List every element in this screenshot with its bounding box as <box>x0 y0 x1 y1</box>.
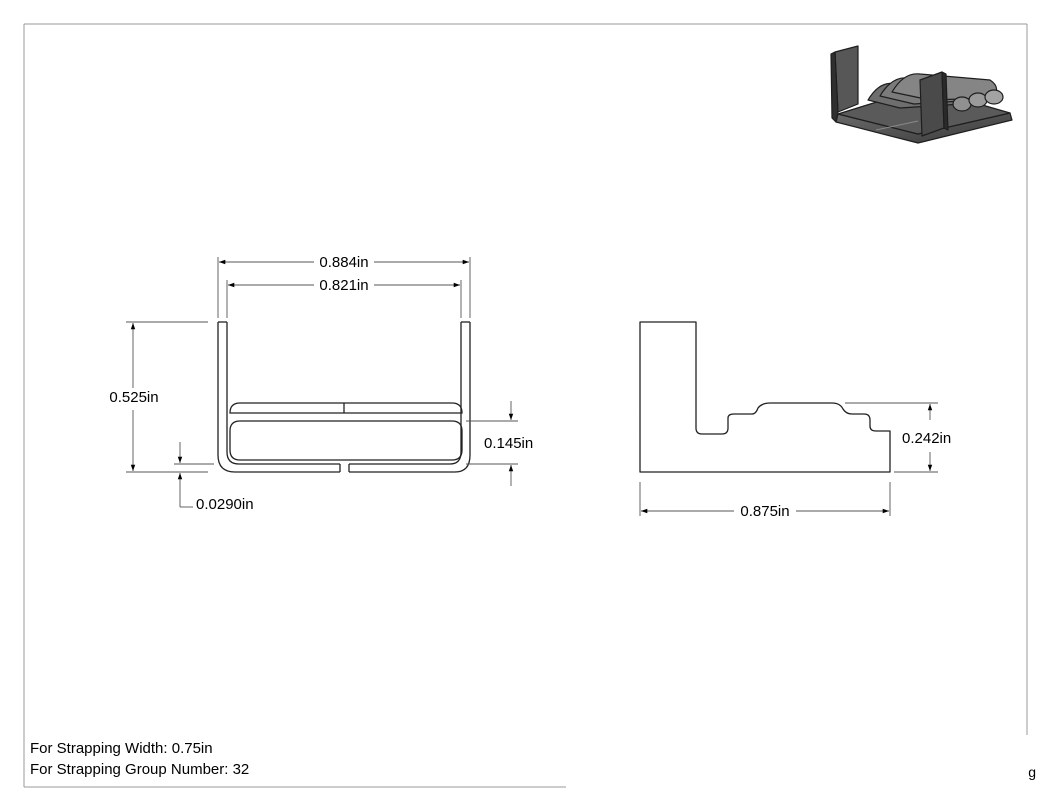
front-view-dimensions <box>126 257 518 508</box>
dim-height: 0.525in <box>109 389 158 406</box>
front-view <box>217 321 471 473</box>
note-group-number: For Strapping Group Number: 32 <box>30 761 250 778</box>
dim-length: 0.875in <box>740 503 789 520</box>
sheet-border <box>23 23 1028 788</box>
side-view-dimensions <box>639 402 938 516</box>
note-strapping-width: For Strapping Width: 0.75in <box>30 740 213 757</box>
side-view <box>639 321 891 473</box>
dim-step-height: 0.242in <box>902 430 951 447</box>
corner-text-fragment: g <box>1028 764 1036 780</box>
dim-inner-width: 0.821in <box>319 277 368 294</box>
dim-rib-height: 0.145in <box>484 435 533 452</box>
isometric-view <box>830 45 1013 144</box>
dim-overall-width: 0.884in <box>319 254 368 271</box>
dim-bottom-thickness: 0.0290in <box>196 496 254 513</box>
